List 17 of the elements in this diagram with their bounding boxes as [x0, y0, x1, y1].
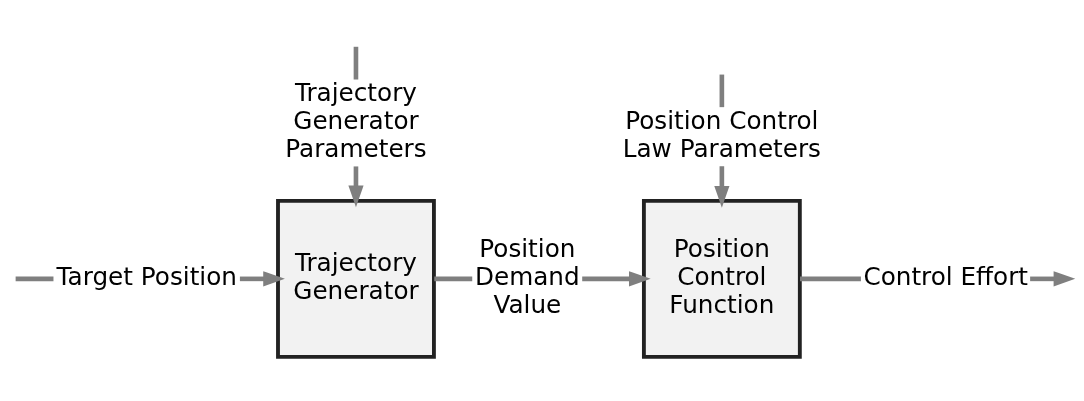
node-text: Position Control Law Parameters	[622, 105, 821, 163]
arrow	[348, 165, 364, 207]
arrow	[239, 270, 285, 286]
connector	[15, 276, 54, 281]
connector	[800, 276, 861, 281]
node-text: Control Effort	[863, 261, 1029, 291]
node-text: Trajectory Generator Parameters	[285, 77, 427, 163]
arrow	[582, 270, 651, 286]
node-text: Target Position	[56, 261, 237, 291]
connector	[434, 276, 473, 281]
connector	[353, 46, 359, 79]
arrow	[1030, 270, 1076, 286]
connector	[719, 74, 725, 107]
arrow	[714, 165, 730, 208]
node-text: Position Demand Value	[474, 233, 580, 319]
node-box: Position Control Function	[641, 198, 802, 359]
node-box: Trajectory Generator	[276, 198, 436, 359]
